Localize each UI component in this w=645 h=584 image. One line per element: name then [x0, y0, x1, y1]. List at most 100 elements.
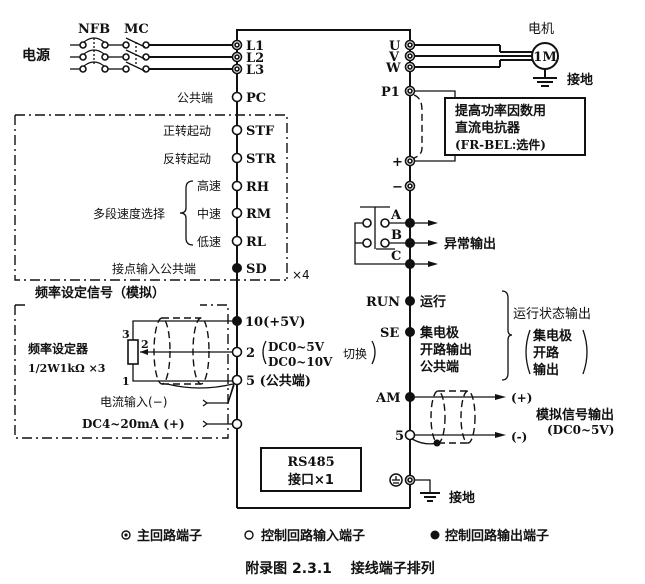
phase-lines: [70, 44, 233, 70]
rs485-line-2: 接口×1: [288, 472, 334, 488]
input-terminal-box: ×4: [14, 114, 310, 282]
legend-main-circuit: 主回路端子: [121, 528, 202, 544]
pot-pin-2: 2: [141, 338, 149, 351]
dc-reactor-line-2: 直流电抗器: [455, 120, 521, 136]
se-line-2: 开路输出: [420, 342, 472, 358]
ground-icon: [420, 492, 440, 502]
svg-text:控制回路输入端子: 控制回路输入端子: [261, 528, 365, 544]
multiplier-x4: ×4: [292, 268, 310, 282]
svg-text:SD: SD: [246, 262, 267, 277]
svg-text:5 (公共端): 5 (公共端): [246, 373, 311, 389]
terminal-4: [231, 418, 243, 430]
pot-pin-1: 1: [122, 375, 130, 388]
svg-text:P1: P1: [381, 85, 400, 100]
group-sub-3: 输出: [533, 362, 559, 378]
svg-text:5: 5: [395, 429, 404, 444]
run-status-group-label: 运行状态输出: [513, 306, 591, 322]
dc-reactor-line-3: (FR-BEL:选件): [455, 137, 546, 152]
current-input-wiring: 电流输入(−) DC4~20mA (+): [82, 382, 235, 431]
multi-speed-label: 多段速度选择: [93, 206, 165, 221]
ground-symbol-icon: [389, 473, 403, 487]
terminal-5-common: 5 (公共端): [231, 373, 311, 389]
analog-minus: (-): [511, 430, 527, 444]
motor-output: U V W 电机 1M 接地: [385, 22, 593, 88]
fault-output-arrows: [414, 220, 438, 267]
svg-text:SE: SE: [380, 326, 399, 341]
multi-speed-group: 多段速度选择: [93, 180, 194, 246]
open-circle-icon: [244, 530, 254, 540]
terminal-STR: 反转起动 STR: [163, 151, 276, 167]
svg-text:接点输入公共端: 接点输入公共端: [112, 261, 196, 276]
svg-text:STR: STR: [246, 152, 276, 167]
nfb-label: NFB: [78, 22, 110, 37]
terminal-V: V: [388, 50, 416, 65]
nfb-breaker-symbol: [79, 37, 109, 73]
input-terminals: 正转起动 STF 反转起动 STR 高速 RH 中速 RM 低速 RL 接点输入…: [93, 123, 276, 277]
svg-text:STF: STF: [246, 124, 275, 139]
terminal-5-analog: 5: [395, 429, 416, 444]
legend: 主回路端子 控制回路输入端子 控制回路输出端子: [121, 528, 549, 544]
terminal-2: 2 DC0~5V DC0~10V 切换: [231, 340, 376, 369]
terminal-W: W: [385, 61, 416, 76]
svg-text:B: B: [391, 228, 402, 243]
svg-text:A: A: [390, 208, 402, 223]
run-label: 运行: [420, 294, 446, 310]
legend-control-output: 控制回路输出端子: [430, 528, 549, 544]
terminal-RM: 中速 RM: [197, 206, 271, 222]
figure-caption: 附录图 2.3.1 接线端子排列: [245, 560, 435, 577]
terminal-L2: L2: [231, 51, 264, 66]
switch-label: 切换: [343, 347, 367, 361]
motor-label: 电机: [528, 22, 554, 37]
motor-ground-label: 接地: [567, 72, 593, 88]
svg-text:RUN: RUN: [366, 295, 400, 310]
terminal-RUN: RUN 运行: [366, 294, 446, 310]
dc-reactor-box: [444, 97, 586, 156]
terminal-RL: 低速 RL: [197, 235, 266, 250]
fault-output-label: 异常输出: [444, 236, 496, 252]
svg-text:主回路端子: 主回路端子: [137, 528, 202, 544]
terminal-SE: SE 集电极 开路输出 公共端: [380, 325, 472, 375]
analog-output: AM 5 (+) (-) 模拟信号输出 (DC0~5V): [375, 390, 614, 447]
terminal-L1: L1: [231, 39, 264, 54]
shielded-cable: [153, 317, 234, 389]
motor-id: 1M: [533, 50, 556, 65]
svg-text:−: −: [392, 180, 403, 195]
terminal-AM: AM: [375, 391, 415, 406]
potentiometer-symbol: 3 2 1: [122, 320, 237, 388]
current-input-plus: DC4~20mA (+): [82, 417, 185, 431]
svg-text:L1: L1: [246, 39, 264, 54]
svg-text:L2: L2: [246, 51, 264, 66]
range-0-5v: DC0~5V: [268, 340, 325, 354]
dc-reactor-line-1: 提高功率因数用: [455, 103, 546, 119]
pc-label: 公共端: [177, 91, 213, 105]
terminal-U: U: [389, 39, 416, 54]
terminal-10: 10(+5V): [232, 315, 305, 330]
se-line-1: 集电极: [419, 325, 460, 341]
dc-reactor: P1 提高功率因数用 直流电抗器 (FR-BEL:选件) + −: [381, 85, 586, 195]
svg-text:AM: AM: [375, 391, 400, 406]
svg-text:RM: RM: [246, 207, 271, 222]
svg-text:V: V: [388, 50, 400, 65]
power-source-label: 电源: [22, 47, 50, 64]
motor-symbol: 电机 1M 接地: [528, 22, 593, 88]
terminal-P1: P1: [381, 85, 416, 100]
svg-text:L3: L3: [246, 63, 264, 78]
analog-output-range: (DC0~5V): [547, 423, 614, 437]
potentiometer-spec: 1/2W1kΩ ×3: [28, 362, 105, 375]
group-sub-1: 集电极: [532, 328, 573, 344]
terminal-plus: +: [392, 155, 416, 170]
svg-text:控制回路输出端子: 控制回路输出端子: [445, 528, 549, 544]
main-terminals-left: L1 L2 L3: [231, 39, 264, 78]
inverter-outline: [236, 29, 411, 509]
rs485-line-1: RS485: [287, 455, 334, 470]
range-0-10v: DC0~10V: [268, 355, 333, 369]
svg-text:反转起动: 反转起动: [163, 151, 211, 166]
svg-text:RH: RH: [246, 180, 269, 195]
svg-text:C: C: [391, 249, 401, 264]
ground-label: 接地: [449, 490, 475, 506]
svg-text:2: 2: [246, 346, 255, 361]
svg-text:低速: 低速: [197, 235, 221, 249]
rs485-interface: RS485 接口×1: [260, 447, 362, 492]
frequency-setting-block: 频率设定信号（模拟） 频率设定器 1/2W1kΩ ×3 3 2 1 电流输入(−…: [14, 285, 376, 439]
